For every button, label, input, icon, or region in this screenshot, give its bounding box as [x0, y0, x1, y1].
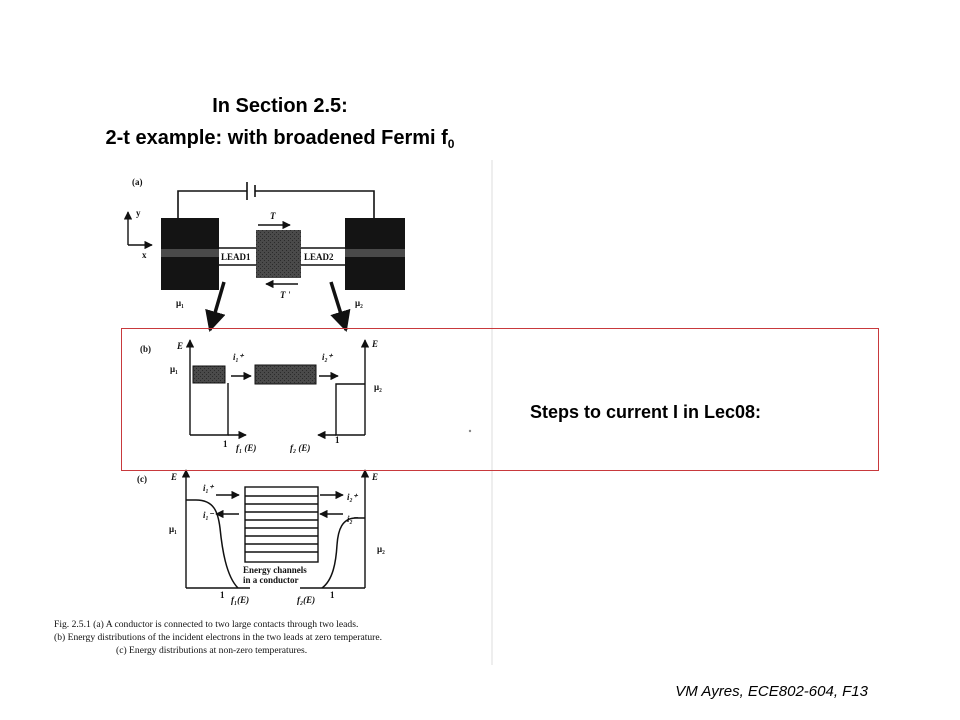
fermi-step-right: [335, 383, 365, 436]
conductor-b: [254, 364, 317, 385]
transmission-label: T: [270, 211, 276, 221]
mu2-label-c: μ₂: [377, 544, 385, 554]
figure-caption-line1: Fig. 2.5.1 (a) A conductor is connected …: [54, 619, 358, 630]
one-label-b-left: 1: [223, 439, 228, 449]
f2-label-b: f₂ (E): [290, 443, 310, 453]
slide-credit: VM Ayres, ECE802-604, F13: [675, 683, 868, 700]
channels-frame: [244, 486, 319, 563]
circuit-wire-left: [177, 190, 247, 218]
i2-plus-label-c: i₂⁺: [347, 492, 359, 502]
circuit-wire-right: [255, 190, 375, 218]
contact-left-band: [161, 249, 219, 257]
y-axis-label: y: [136, 208, 141, 218]
E-label-b-left: E: [176, 341, 183, 351]
conductor: [256, 230, 301, 278]
figure-caption-line2: (b) Energy distributions of the incident…: [54, 632, 382, 643]
panel-a-label: (a): [132, 177, 143, 187]
E-label-c-right: E: [371, 472, 378, 482]
one-label-c-right: 1: [330, 590, 335, 600]
mu1-label-c: μ₁: [169, 524, 177, 534]
i1-plus-label-b: i₁⁺: [233, 352, 245, 362]
lead2-label: LEAD2: [304, 252, 334, 262]
arrow-to-panel-b-left: [205, 281, 226, 333]
x-axis-label: x: [142, 250, 147, 260]
one-label-c-left: 1: [220, 590, 225, 600]
energy-channels: [244, 486, 319, 563]
E-label-b-right: E: [371, 339, 378, 349]
f2-label-c: f₂(E): [297, 595, 315, 605]
highlight-box: [121, 328, 879, 471]
occupied-states-left: [192, 365, 226, 384]
scan-speck: [468, 429, 472, 433]
mu2-label-b: μ₂: [374, 382, 382, 392]
panel-c-label: (c): [137, 474, 147, 484]
E-label-c-left: E: [170, 472, 177, 482]
lead1-label: LEAD1: [221, 252, 251, 262]
channels-label-line2: in a conductor: [243, 575, 299, 585]
fermi-curve-left: [186, 499, 239, 589]
mu1-label-a: μ₁: [176, 298, 184, 308]
contact-right-band: [345, 249, 405, 257]
mu1-label-b: μ₁: [170, 364, 178, 374]
figure-caption-line3: (c) Energy distributions at non-zero tem…: [116, 645, 307, 656]
i2-minus-label-c: i₂⁻: [347, 514, 359, 524]
one-label-b-right: 1: [335, 435, 340, 445]
slide-title-line1: In Section 2.5:: [212, 95, 348, 117]
reflection-label: T ': [280, 290, 291, 300]
steps-heading: Steps to current I in Lec08:: [530, 402, 762, 422]
i1-plus-label-c: i₁⁺: [203, 483, 215, 493]
slide-title-line2: 2-t example: with broadened Fermi f0: [0, 127, 560, 151]
panel-b-label: (b): [140, 344, 151, 354]
fermi-curve-right: [321, 517, 365, 589]
arrow-to-panel-b-right: [329, 281, 351, 333]
i2-plus-label-b: i₂⁺: [322, 352, 334, 362]
f1-label-b: f₁ (E): [236, 443, 256, 453]
mu2-label-a: μ₂: [355, 298, 363, 308]
slide-title-line2-text: 2-t example: with broadened Fermi f: [105, 127, 448, 149]
i1-minus-label-c: i₁⁻: [203, 510, 215, 520]
channels-label-line1: Energy channels: [243, 565, 307, 575]
f1-label-c: f₁(E): [231, 595, 249, 605]
title-subscript: 0: [447, 137, 455, 151]
